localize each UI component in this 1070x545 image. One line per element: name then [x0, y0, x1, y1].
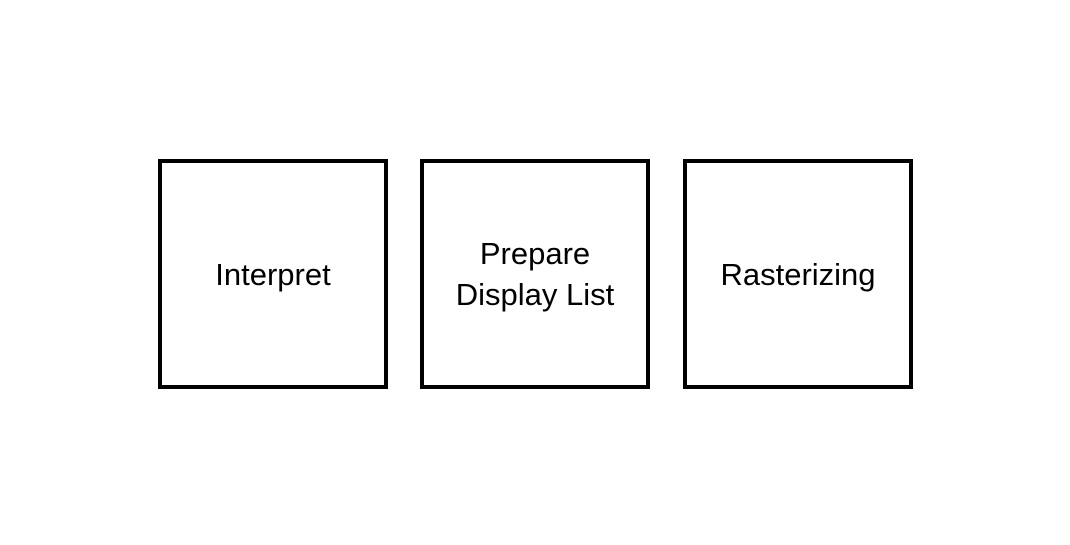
stage-label-rasterizing: Rasterizing — [720, 256, 876, 292]
stage-label-prepare-display-list: Prepare Display List — [455, 236, 615, 312]
stage-box-interpret: Interpret — [158, 159, 388, 389]
stage-box-prepare-display-list: Prepare Display List — [420, 159, 650, 389]
stage-box-rasterizing: Rasterizing — [683, 159, 913, 389]
stage-label-interpret: Interpret — [215, 256, 331, 292]
